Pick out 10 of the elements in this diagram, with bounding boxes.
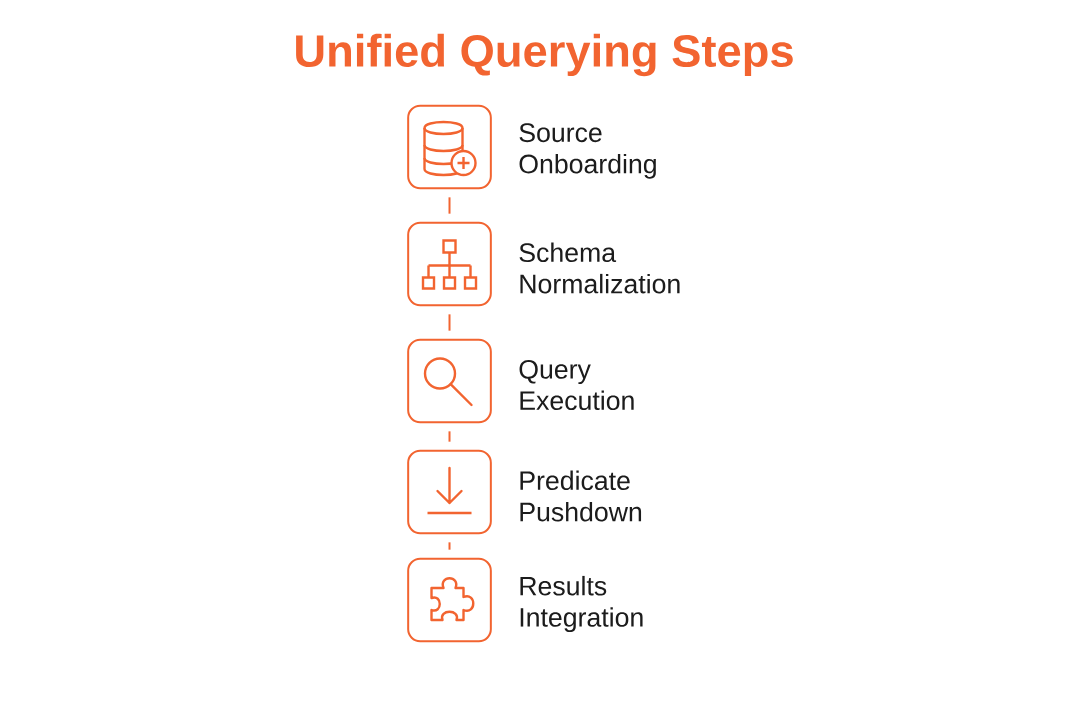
step-label: Predicate Pushdown — [520, 470, 642, 522]
step-label: Results Integration — [520, 575, 643, 633]
connector-line — [448, 430, 451, 443]
step-label: Schema Normalization — [519, 242, 680, 294]
connector-line — [448, 541, 451, 551]
step-label: Source Onboarding — [519, 123, 656, 179]
connector-line — [448, 313, 451, 332]
connector-line — [448, 196, 451, 215]
step-label: Query Execution — [519, 359, 634, 411]
title: Unified Querying Steps — [296, 33, 793, 77]
